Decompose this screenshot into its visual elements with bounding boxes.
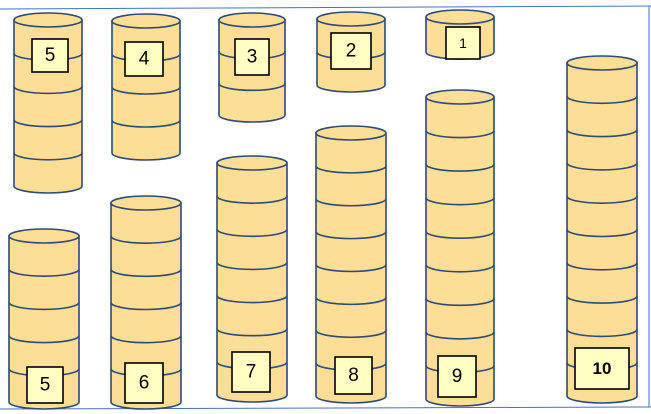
count-label: 8 bbox=[348, 365, 359, 386]
coin-stack-body bbox=[216, 162, 288, 403]
coin-edge bbox=[110, 269, 182, 278]
coin-edge bbox=[566, 295, 638, 304]
coin-edge bbox=[425, 130, 495, 139]
coin-stack-5: 5 bbox=[13, 12, 83, 194]
coin-stack-body bbox=[110, 202, 182, 410]
coin-top bbox=[111, 13, 181, 29]
count-label-box bbox=[330, 32, 372, 70]
coin-top bbox=[566, 55, 638, 71]
coin-edge bbox=[566, 96, 638, 105]
coin-edge bbox=[8, 335, 80, 344]
count-label-box bbox=[124, 41, 164, 77]
count-label-box bbox=[124, 362, 164, 404]
bottom-frame-line bbox=[0, 406, 651, 410]
coin-stack-5-second: 5 bbox=[8, 228, 80, 410]
count-label: 4 bbox=[139, 49, 150, 70]
count-label-box bbox=[574, 347, 630, 390]
coin-edge bbox=[315, 264, 387, 273]
coin-edge bbox=[218, 83, 286, 92]
coin-top bbox=[425, 89, 495, 105]
coin-edge bbox=[8, 302, 80, 311]
coin-edge bbox=[111, 86, 181, 95]
coin-edge bbox=[111, 119, 181, 128]
coin-edge bbox=[216, 295, 288, 304]
coin-edge bbox=[566, 262, 638, 271]
count-label-box bbox=[334, 356, 373, 395]
coin-top bbox=[315, 125, 387, 141]
count-label-box bbox=[437, 355, 477, 398]
coin-edge bbox=[315, 330, 387, 339]
count-label: 10 bbox=[593, 359, 612, 378]
count-label: 5 bbox=[45, 45, 56, 66]
count-label-box bbox=[31, 38, 69, 73]
coin-edge bbox=[216, 229, 288, 238]
coin-edge bbox=[425, 264, 495, 273]
coin-top bbox=[218, 12, 286, 28]
coin-edge bbox=[315, 297, 387, 306]
coin-edge bbox=[13, 152, 83, 161]
coin-edge bbox=[425, 230, 495, 240]
count-label: 6 bbox=[139, 373, 150, 394]
coin-top bbox=[13, 12, 83, 28]
coin-edge bbox=[13, 119, 83, 128]
coin-edge bbox=[13, 86, 83, 95]
coin-edge bbox=[566, 229, 638, 238]
coin-edge bbox=[566, 162, 638, 171]
coin-top bbox=[216, 155, 288, 171]
coin-stack-body bbox=[566, 62, 638, 404]
coin-edge bbox=[315, 198, 387, 207]
coin-edge bbox=[566, 329, 638, 338]
coin-edge bbox=[425, 163, 495, 172]
coin-edge bbox=[8, 268, 80, 277]
coin-stack-body bbox=[425, 96, 495, 407]
coin-stack-8: 8 bbox=[315, 125, 387, 404]
coin-edge bbox=[566, 195, 638, 204]
coin-top bbox=[316, 11, 386, 27]
count-label-box bbox=[234, 38, 270, 76]
coin-stack-body bbox=[8, 235, 80, 410]
coin-stack-2: 2 bbox=[316, 11, 386, 93]
count-label: 2 bbox=[346, 41, 357, 62]
coin-stack-3: 3 bbox=[218, 12, 286, 123]
coin-stack-10: 10 bbox=[566, 55, 638, 404]
count-label: 7 bbox=[246, 362, 257, 383]
coin-stack-6: 6 bbox=[110, 195, 182, 410]
count-label-box bbox=[26, 366, 64, 404]
coin-stack-7: 7 bbox=[216, 155, 288, 403]
coin-edge bbox=[216, 262, 288, 271]
coin-stack-1: 1 bbox=[425, 9, 495, 60]
coin-top bbox=[8, 228, 80, 244]
coin-edge bbox=[315, 165, 387, 174]
coin-top bbox=[425, 9, 495, 25]
top-frame-line bbox=[0, 5, 651, 10]
count-label: 1 bbox=[459, 35, 467, 51]
coin-edge bbox=[425, 197, 495, 206]
coin-edge bbox=[216, 195, 288, 204]
count-label: 3 bbox=[247, 47, 258, 68]
count-label-box bbox=[231, 351, 271, 393]
coin-stack-9: 9 bbox=[425, 89, 495, 407]
count-label: 5 bbox=[40, 375, 51, 396]
coin-edge bbox=[110, 302, 182, 311]
coin-edge bbox=[315, 231, 387, 240]
count-label: 9 bbox=[452, 366, 463, 387]
count-label-box bbox=[445, 26, 481, 60]
coin-stack-4: 4 bbox=[111, 13, 181, 161]
coin-edge bbox=[216, 328, 288, 337]
coin-edge bbox=[425, 331, 495, 340]
coin-edge bbox=[110, 235, 182, 244]
coin-edge bbox=[425, 298, 495, 307]
coin-edge bbox=[566, 129, 638, 138]
coin-stack-body bbox=[315, 132, 387, 404]
coin-top bbox=[110, 195, 182, 211]
coin-edge bbox=[110, 335, 182, 344]
